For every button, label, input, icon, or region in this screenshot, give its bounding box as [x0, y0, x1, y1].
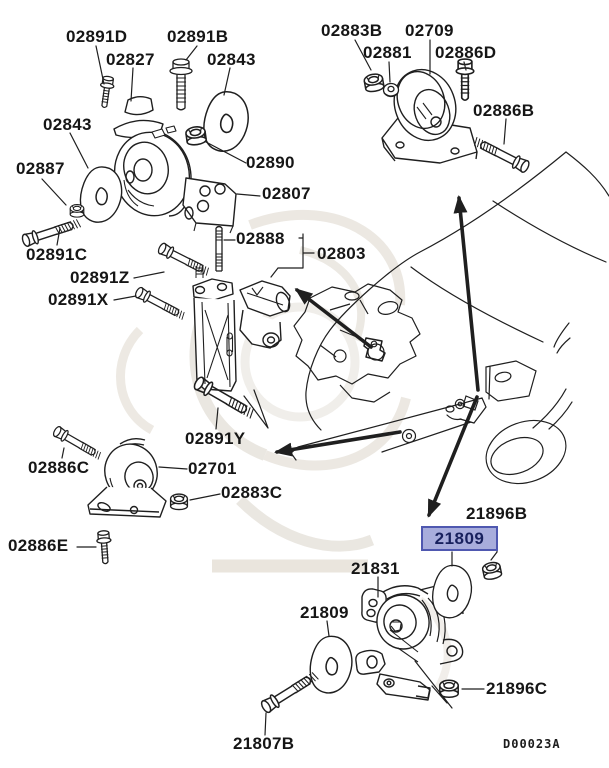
part-label-02803: 02803 — [317, 244, 366, 263]
part-label-21896b: 21896B — [466, 504, 528, 523]
part-02883c-nut — [169, 493, 189, 511]
part-label-02843-right: 02843 — [207, 50, 256, 69]
part-02881-washer — [382, 82, 400, 98]
part-21896c-nut — [439, 679, 459, 699]
part-02890-nut — [184, 124, 208, 147]
part-02827-cap-drawing — [113, 96, 164, 139]
part-label-02891x: 02891X — [48, 290, 109, 309]
car-body-outline — [290, 151, 609, 485]
highlighted-part-label-21809[interactable]: 21809 — [421, 526, 498, 551]
part-02807-mount-assembly — [113, 96, 237, 234]
part-label-21896c: 21896C — [486, 679, 548, 698]
part-label-02886b: 02886B — [473, 101, 535, 120]
part-02888-stud — [195, 225, 223, 278]
part-label-21809: 21809 — [300, 603, 349, 622]
drawing-code: D00023A — [503, 737, 561, 751]
part-02843-washer-right — [196, 86, 256, 158]
part-label-02701: 02701 — [188, 459, 237, 478]
part-21809-washer-lower — [304, 632, 358, 698]
part-label-02886c: 02886C — [28, 458, 90, 477]
engine-cluster — [293, 283, 421, 403]
part-label-02881: 02881 — [363, 43, 412, 62]
part-02891x-bolt — [133, 285, 188, 323]
part-label-21807b: 21807B — [233, 734, 295, 753]
part-label-02891b: 02891B — [167, 27, 229, 46]
part-02701-mount — [87, 437, 167, 518]
part-21831-mount — [355, 582, 464, 701]
arrow-to-21809-label — [427, 395, 479, 518]
part-label-02886e: 02886E — [8, 536, 69, 555]
part-02886b-bolt — [471, 134, 532, 175]
arrow-to-02709-location — [453, 195, 480, 392]
pointer-arrows — [274, 195, 480, 518]
part-02803-bracket-assembly — [192, 278, 291, 392]
part-label-02709: 02709 — [405, 21, 454, 40]
part-label-02807: 02807 — [262, 184, 311, 203]
part-label-02891y: 02891Y — [185, 429, 246, 448]
part-02709-mount — [381, 68, 478, 164]
part-label-02827: 02827 — [106, 50, 155, 69]
arrow-to-02701-location — [274, 430, 402, 457]
part-label-02891z: 02891Z — [70, 268, 130, 287]
part-02886c-bolt — [51, 424, 104, 462]
part-02891d-bolt — [96, 74, 116, 109]
part-label-02890: 02890 — [246, 153, 295, 172]
part-label-02883b: 02883B — [321, 21, 383, 40]
part-02887-nut — [69, 203, 85, 218]
part-21807b-bolt — [258, 668, 321, 716]
part-label-02891d: 02891D — [66, 27, 128, 46]
arrow-to-02803-bracket — [294, 288, 373, 349]
part-02883b-nut — [362, 72, 386, 94]
part-label-02891c: 02891C — [26, 245, 88, 264]
part-label-02843-left: 02843 — [43, 115, 92, 134]
part-02886e-bolt — [95, 529, 114, 565]
part-label-21831: 21831 — [351, 559, 400, 578]
part-label-02887: 02887 — [16, 159, 65, 178]
part-02891b-bolt — [169, 58, 193, 111]
part-label-02883c: 02883C — [221, 483, 283, 502]
part-21896b-nut — [480, 560, 503, 582]
part-02891c-bolt — [20, 215, 83, 249]
part-label-02886d: 02886D — [435, 43, 497, 62]
part-label-02888: 02888 — [236, 229, 285, 248]
